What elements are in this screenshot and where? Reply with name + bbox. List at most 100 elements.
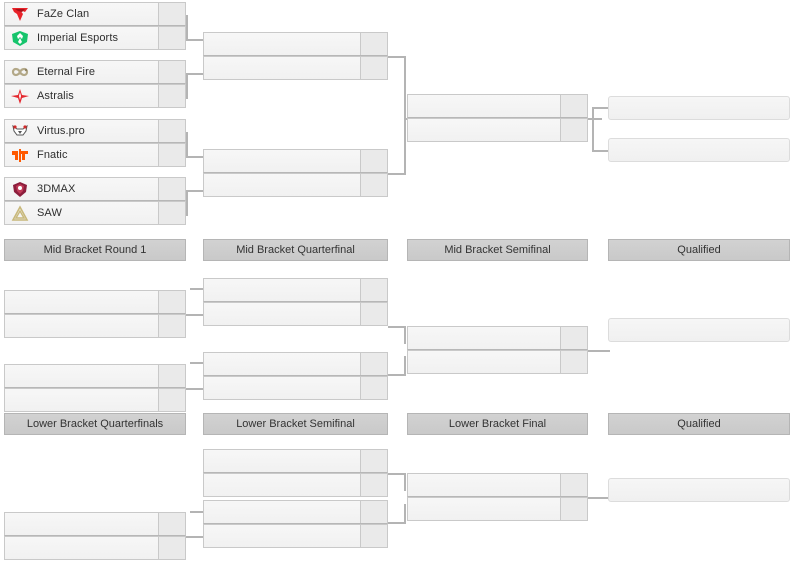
score-cell[interactable] (360, 150, 387, 172)
team-cell (204, 525, 360, 547)
score-cell[interactable] (158, 291, 185, 313)
match-slot[interactable]: 3DMAX (4, 177, 186, 201)
score-cell[interactable] (158, 513, 185, 535)
match-slot[interactable] (4, 388, 186, 412)
match-slot[interactable]: Eternal Fire (4, 60, 186, 84)
score-cell[interactable] (158, 365, 185, 387)
match-slot[interactable] (407, 118, 588, 142)
score-cell[interactable] (360, 501, 387, 523)
score-cell[interactable] (360, 353, 387, 375)
match-slot[interactable] (203, 278, 388, 302)
score-cell[interactable] (360, 174, 387, 196)
round-header-lower-semifinal: Lower Bracket Semifinal (203, 413, 388, 435)
team-name: Virtus.pro (37, 125, 85, 137)
connector-vertical (186, 132, 188, 158)
match-slot[interactable]: FaZe Clan (4, 2, 186, 26)
team-cell: 3DMAX (5, 178, 158, 200)
score-cell[interactable] (158, 315, 185, 337)
match-slot[interactable] (407, 497, 588, 521)
match-slot[interactable] (203, 173, 388, 197)
score-cell[interactable] (360, 57, 387, 79)
score-cell[interactable] (158, 120, 185, 142)
connector-horizontal (388, 56, 406, 58)
score-cell[interactable] (360, 279, 387, 301)
score-cell[interactable] (158, 178, 185, 200)
connector-vertical (404, 118, 406, 175)
score-cell[interactable] (360, 377, 387, 399)
match-slot[interactable] (203, 500, 388, 524)
qualified-slot[interactable] (608, 138, 790, 162)
score-cell[interactable] (560, 351, 587, 373)
match-slot[interactable]: Virtus.pro (4, 119, 186, 143)
3dmax-logo (8, 179, 32, 199)
connector-vertical (186, 190, 188, 216)
match-slot[interactable] (203, 524, 388, 548)
match-slot[interactable]: Imperial Esports (4, 26, 186, 50)
connector-vertical (404, 356, 406, 374)
qualified-slot[interactable] (608, 318, 790, 342)
team-cell (204, 501, 360, 523)
match-slot[interactable] (203, 32, 388, 56)
match-slot[interactable] (203, 56, 388, 80)
score-cell[interactable] (158, 537, 185, 559)
team-cell (5, 389, 158, 411)
match-slot[interactable] (4, 536, 186, 560)
match-slot[interactable] (4, 314, 186, 338)
score-cell[interactable] (360, 33, 387, 55)
score-cell[interactable] (360, 525, 387, 547)
saw-logo (8, 203, 32, 223)
match-slot[interactable] (203, 149, 388, 173)
team-cell (204, 303, 360, 325)
match-slot[interactable] (407, 473, 588, 497)
match-slot[interactable]: Astralis (4, 84, 186, 108)
connector-horizontal (186, 314, 204, 316)
match-slot[interactable] (4, 364, 186, 388)
connector-horizontal (186, 190, 204, 192)
match-slot[interactable] (4, 290, 186, 314)
match-slot[interactable] (407, 94, 588, 118)
match-slot[interactable] (4, 512, 186, 536)
connector-horizontal (592, 150, 610, 152)
team-cell (408, 119, 560, 141)
score-cell[interactable] (158, 202, 185, 224)
round-header-lower-qualified: Qualified (608, 413, 790, 435)
match-slot[interactable] (203, 473, 388, 497)
connector-horizontal (388, 473, 406, 475)
score-cell[interactable] (158, 144, 185, 166)
score-cell[interactable] (560, 474, 587, 496)
score-cell[interactable] (158, 61, 185, 83)
score-cell[interactable] (360, 450, 387, 472)
team-cell (204, 377, 360, 399)
team-cell (204, 450, 360, 472)
qualified-slot[interactable] (608, 96, 790, 120)
round-header-mid-quarterfinal: Mid Bracket Quarterfinal (203, 239, 388, 261)
match-slot[interactable] (203, 376, 388, 400)
match-slot[interactable] (203, 302, 388, 326)
score-cell[interactable] (158, 27, 185, 49)
match-slot[interactable] (407, 350, 588, 374)
team-cell (408, 498, 560, 520)
connector-horizontal (388, 522, 406, 524)
match-slot[interactable]: Fnatic (4, 143, 186, 167)
score-cell[interactable] (560, 498, 587, 520)
connector-horizontal (592, 107, 610, 109)
score-cell[interactable] (360, 303, 387, 325)
match-slot[interactable]: SAW (4, 201, 186, 225)
connector-horizontal (588, 497, 610, 499)
score-cell[interactable] (158, 3, 185, 25)
score-cell[interactable] (158, 389, 185, 411)
score-cell[interactable] (560, 327, 587, 349)
score-cell[interactable] (158, 85, 185, 107)
match-slot[interactable] (203, 449, 388, 473)
connector-horizontal (588, 118, 602, 120)
team-cell (204, 57, 360, 79)
qualified-slot[interactable] (608, 478, 790, 502)
team-name: FaZe Clan (37, 8, 90, 20)
score-cell[interactable] (560, 95, 587, 117)
connector-horizontal (190, 511, 204, 513)
team-cell (204, 174, 360, 196)
score-cell[interactable] (560, 119, 587, 141)
match-slot[interactable] (407, 326, 588, 350)
score-cell[interactable] (360, 474, 387, 496)
match-slot[interactable] (203, 352, 388, 376)
